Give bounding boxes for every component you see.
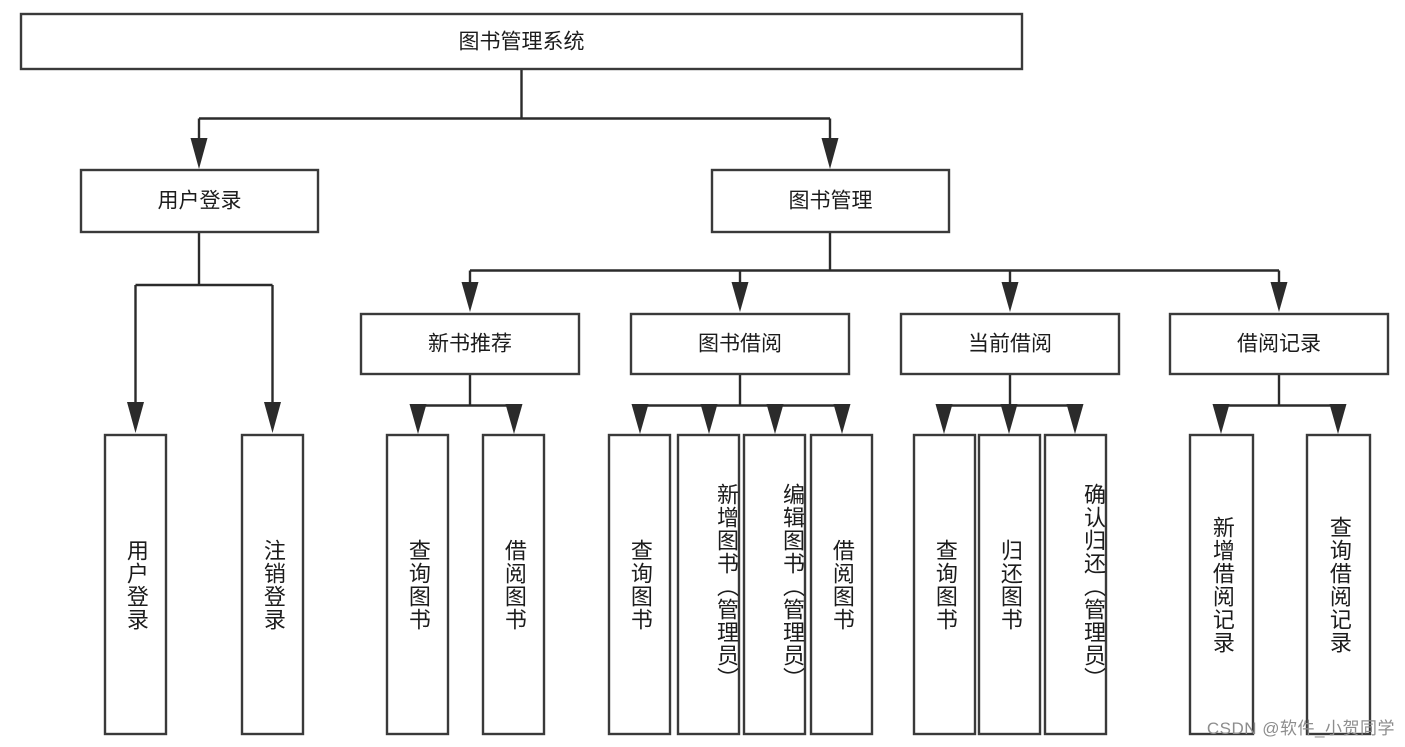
node-leaf-return-book-box[interactable] (977, 433, 1042, 736)
node-leaf-query-book-1-label: 查询图书 (405, 538, 431, 631)
node-leaf-user-login-label: 用户登录 (123, 538, 149, 631)
arrowhead-leaf-query-book-3 (935, 404, 953, 434)
arrowhead-leaf-edit-book (766, 404, 784, 434)
node-leaf-edit-book[interactable]: 编辑图书（管理员） (742, 433, 807, 736)
node-book-borrow-box[interactable] (629, 312, 851, 376)
node-leaf-borrow-book-2-box[interactable] (809, 433, 874, 736)
node-leaf-add-book-label: 新增图书（管理员） (714, 483, 739, 690)
arrowhead-leaf-confirm-return (1066, 404, 1084, 434)
node-leaf-edit-book-box[interactable] (742, 433, 807, 736)
arrowhead-leaf-query-record (1329, 404, 1347, 434)
arrowhead-borrow-record (1270, 282, 1288, 312)
node-root[interactable]: 图书管理系统 (19, 12, 1024, 71)
node-leaf-query-book-2-box[interactable] (607, 433, 672, 736)
node-user-login[interactable]: 用户登录 (79, 168, 320, 234)
arrowhead-book-management (821, 138, 839, 169)
node-leaf-user-login[interactable]: 用户登录 (103, 433, 168, 736)
node-leaf-add-book[interactable]: 新增图书（管理员） (676, 433, 741, 736)
arrowhead-book-borrow (731, 282, 749, 312)
node-borrow-record-label: 借阅记录 (1237, 333, 1321, 356)
node-leaf-return-book[interactable]: 归还图书 (977, 433, 1042, 736)
node-new-book-recommend-label: 新书推荐 (428, 333, 512, 356)
node-book-management-box[interactable] (710, 168, 951, 234)
node-leaf-query-record[interactable]: 查询借阅记录 (1305, 433, 1372, 736)
node-root-box[interactable] (19, 12, 1024, 71)
node-borrow-record[interactable]: 借阅记录 (1168, 312, 1390, 376)
node-leaf-add-record[interactable]: 新增借阅记录 (1188, 433, 1255, 736)
arrowhead-new-book-recommend (461, 282, 479, 312)
arrowhead-user-login (190, 138, 208, 169)
arrowhead-leaf-return-book (1000, 404, 1018, 434)
node-current-borrow-box[interactable] (899, 312, 1121, 376)
arrowhead-leaf-user-logout (264, 402, 281, 433)
node-new-book-recommend-box[interactable] (359, 312, 581, 376)
node-root-label: 图书管理系统 (459, 31, 585, 54)
node-current-borrow[interactable]: 当前借阅 (899, 312, 1121, 376)
node-book-borrow[interactable]: 图书借阅 (629, 312, 851, 376)
arrowhead-leaf-borrow-book-1 (505, 404, 523, 434)
node-user-login-box[interactable] (79, 168, 320, 234)
node-leaf-borrow-book-1[interactable]: 借阅图书 (481, 433, 546, 736)
arrowhead-leaf-query-book-1 (409, 404, 427, 434)
node-leaf-user-logout[interactable]: 注销登录 (240, 433, 305, 736)
arrowhead-leaf-add-record (1212, 404, 1230, 434)
arrowhead-leaf-add-book (700, 404, 718, 434)
node-leaf-query-book-1-box[interactable] (385, 433, 450, 736)
node-leaf-user-logout-box[interactable] (240, 433, 305, 736)
node-leaf-query-book-1[interactable]: 查询图书 (385, 433, 450, 736)
node-leaf-borrow-book-1-label: 借阅图书 (501, 538, 527, 631)
csdn-watermark: CSDN @软件_小贺同学 (1206, 719, 1395, 738)
node-book-borrow-label: 图书借阅 (698, 333, 782, 356)
node-leaf-borrow-book-2[interactable]: 借阅图书 (809, 433, 874, 736)
node-borrow-record-box[interactable] (1168, 312, 1390, 376)
arrowhead-leaf-borrow-book-2 (833, 404, 851, 434)
node-leaf-edit-book-label: 编辑图书（管理员） (780, 483, 805, 690)
node-leaf-borrow-book-2-label: 借阅图书 (829, 538, 855, 631)
node-leaf-query-book-2-label: 查询图书 (627, 538, 653, 631)
node-user-login-label: 用户登录 (158, 190, 242, 213)
node-leaf-add-record-box[interactable] (1188, 433, 1255, 736)
node-leaf-confirm-return-box[interactable] (1043, 433, 1108, 736)
node-leaf-query-book-2[interactable]: 查询图书 (607, 433, 672, 736)
node-book-management[interactable]: 图书管理 (710, 168, 951, 234)
node-leaf-query-book-3-label: 查询图书 (932, 538, 958, 631)
arrowhead-leaf-query-book-2 (631, 404, 649, 434)
arrowhead-current-borrow (1001, 282, 1019, 312)
node-book-management-label: 图书管理 (789, 190, 873, 213)
node-leaf-borrow-book-1-box[interactable] (481, 433, 546, 736)
node-leaf-return-book-label: 归还图书 (997, 538, 1023, 631)
node-leaf-add-book-box[interactable] (676, 433, 741, 736)
node-leaf-confirm-return[interactable]: 确认归还（管理员） (1043, 433, 1108, 736)
node-leaf-query-record-box[interactable] (1305, 433, 1372, 736)
node-new-book-recommend[interactable]: 新书推荐 (359, 312, 581, 376)
node-leaf-query-book-3-box[interactable] (912, 433, 977, 736)
node-leaf-query-record-label: 查询借阅记录 (1326, 515, 1352, 654)
node-leaf-user-logout-label: 注销登录 (260, 538, 286, 631)
node-leaf-user-login-box[interactable] (103, 433, 168, 736)
node-leaf-add-record-label: 新增借阅记录 (1209, 515, 1235, 654)
node-leaf-confirm-return-label: 确认归还（管理员） (1081, 483, 1106, 690)
node-current-borrow-label: 当前借阅 (968, 333, 1052, 356)
arrowhead-leaf-user-login (127, 402, 144, 433)
node-leaf-query-book-3[interactable]: 查询图书 (912, 433, 977, 736)
connector-layer (127, 69, 1347, 434)
